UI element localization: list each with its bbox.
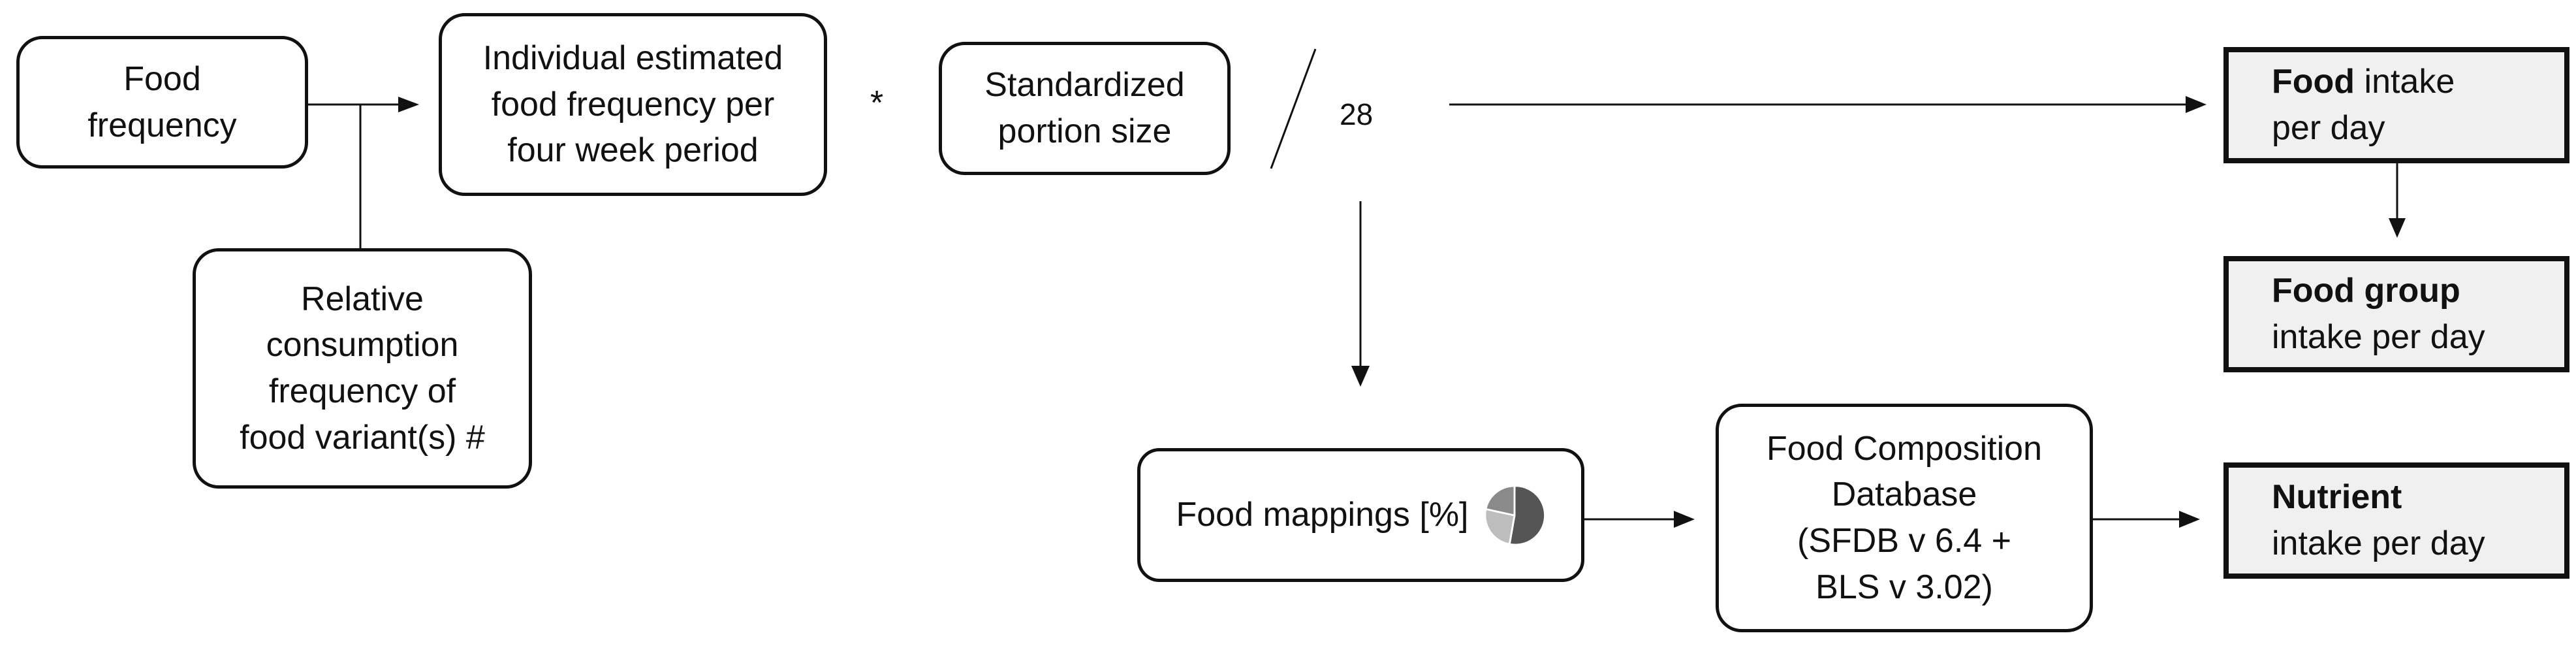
relative-consumption-label: Relative consumption frequency of food v… — [240, 280, 485, 457]
composition-database-label: Food Composition Database (SFDB v 6.4 + … — [1767, 429, 2042, 606]
arrowhead-individual — [398, 97, 419, 112]
relative-consumption-box: Relative consumption frequency of food v… — [193, 248, 532, 489]
nutrient-intake-bold: Nutrient — [2272, 478, 2402, 517]
nutrient-intake-rest: intake per day — [2272, 525, 2485, 562]
food-frequency-label: Food frequency — [87, 59, 237, 144]
divisor-value: 28 — [1340, 97, 1374, 131]
food-group-intake-box: Food group intake per day — [2223, 256, 2569, 372]
food-intake-bold: Food — [2272, 63, 2355, 101]
individual-frequency-label: Individual estimated food frequency per … — [482, 39, 783, 170]
portion-size-label: Standardized portion size — [984, 66, 1185, 150]
food-group-intake-label: Food group intake per day — [2272, 268, 2485, 360]
pie-chart-icon — [1483, 484, 1546, 546]
arrowhead-food-mappings — [1351, 366, 1370, 387]
food-frequency-box: Food frequency — [16, 36, 308, 169]
food-intake-rest: intake per day — [2272, 63, 2455, 147]
portion-size-box: Standardized portion size — [939, 42, 1231, 175]
composition-database-box: Food Composition Database (SFDB v 6.4 + … — [1716, 404, 2093, 632]
arrowhead-database — [1674, 511, 1695, 528]
food-mappings-box: Food mappings [%] — [1137, 448, 1584, 582]
individual-frequency-box: Individual estimated food frequency per … — [439, 13, 827, 196]
food-mappings-label: Food mappings [%] — [1176, 496, 1469, 534]
arrowhead-food-group — [2389, 218, 2406, 238]
arrowhead-nutrient — [2179, 511, 2200, 528]
food-group-intake-rest: intake per day — [2272, 318, 2485, 356]
multiply-operator: * — [870, 84, 884, 122]
arrowhead-food-intake — [2186, 96, 2207, 113]
food-intake-box: Food intake per day — [2223, 47, 2569, 163]
division-slash — [1270, 48, 1317, 169]
food-intake-label: Food intake per day — [2272, 59, 2455, 151]
nutrient-intake-box: Nutrient intake per day — [2223, 462, 2569, 579]
food-group-intake-bold: Food group — [2272, 272, 2460, 310]
nutrient-intake-label: Nutrient intake per day — [2272, 474, 2485, 566]
